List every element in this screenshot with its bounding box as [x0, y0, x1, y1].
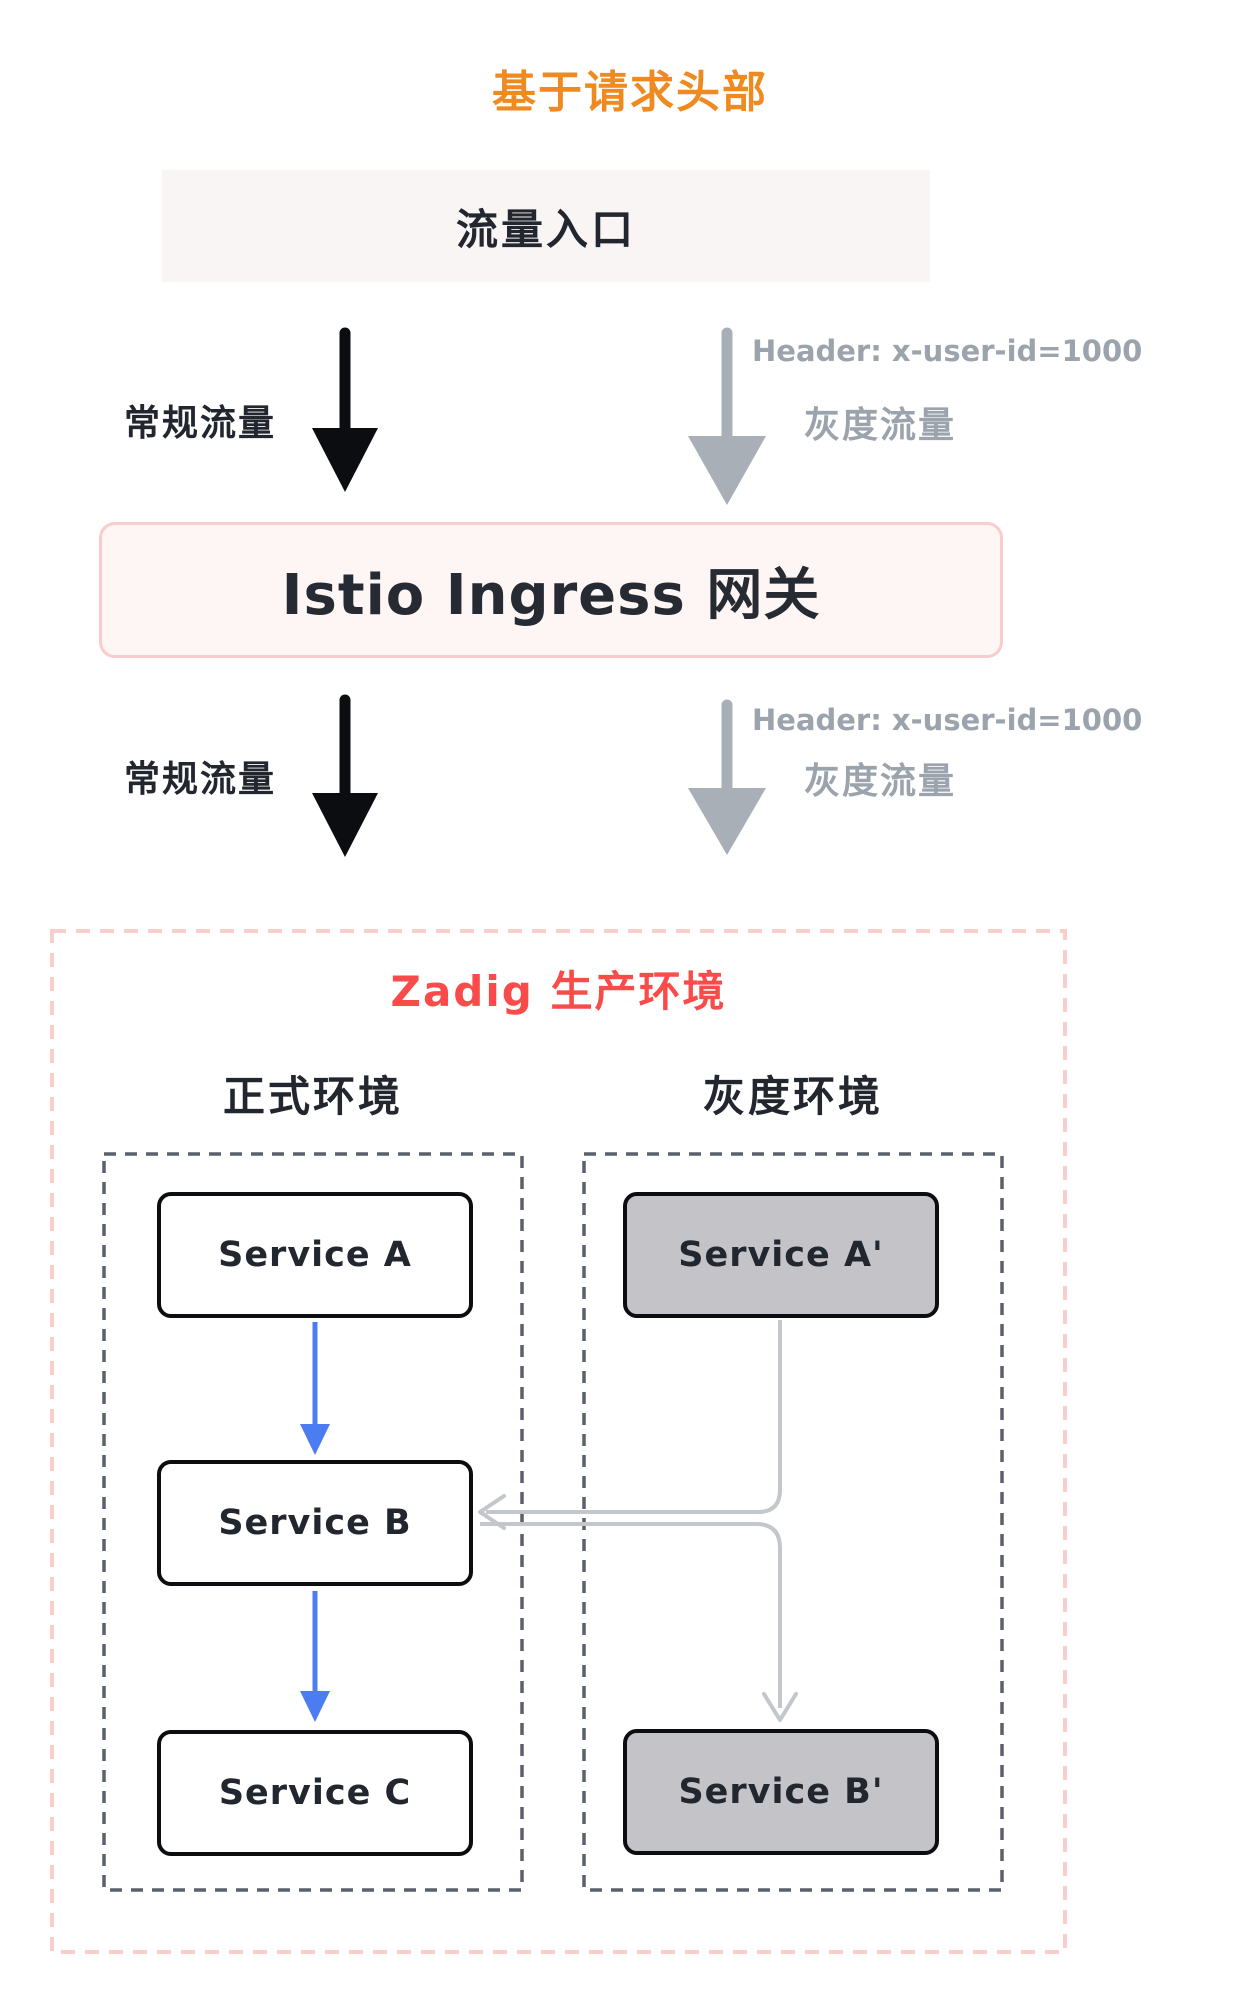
gray-aprime-to-b-connector — [478, 1320, 782, 1530]
normal-traffic-label-2: 常规流量 — [123, 759, 276, 800]
service-a-to-b-arrow — [300, 1322, 330, 1455]
header-condition-label-2: Header: x-user-id=1000 — [752, 703, 1143, 737]
gray-traffic-label-1: 灰度流量 — [803, 405, 956, 446]
service-b-box: Service B — [157, 1460, 473, 1586]
service-a-box: Service A — [157, 1192, 473, 1318]
istio-gateway-box: Istio Ingress 网关 — [99, 522, 1003, 658]
zadig-environment-title: Zadig 生产环境 — [390, 967, 727, 1016]
prod-env-title: 正式环境 — [222, 1072, 403, 1121]
service-aprime-box: Service A' — [623, 1192, 939, 1318]
service-a-label: Service A — [218, 1235, 412, 1275]
service-b-to-c-arrow — [300, 1591, 330, 1722]
gray-env-title: 灰度环境 — [702, 1072, 883, 1121]
header-condition-label-1: Header: x-user-id=1000 — [752, 334, 1143, 368]
service-bprime-label: Service B' — [678, 1772, 884, 1812]
page-title: 基于请求头部 — [492, 67, 768, 118]
service-c-label: Service C — [218, 1773, 412, 1813]
traffic-entry-label: 流量入口 — [455, 204, 636, 254]
normal-traffic-label-1: 常规流量 — [123, 403, 276, 444]
istio-gateway-label: Istio Ingress 网关 — [281, 562, 821, 628]
service-bprime-box: Service B' — [623, 1729, 939, 1855]
service-b-label: Service B — [218, 1503, 412, 1543]
gray-b-to-bprime-connector — [480, 1522, 798, 1722]
service-c-box: Service C — [157, 1730, 473, 1856]
traffic-entry-box: 流量入口 — [162, 170, 930, 282]
service-aprime-label: Service A' — [678, 1235, 884, 1275]
gray-traffic-label-2: 灰度流量 — [803, 761, 956, 802]
